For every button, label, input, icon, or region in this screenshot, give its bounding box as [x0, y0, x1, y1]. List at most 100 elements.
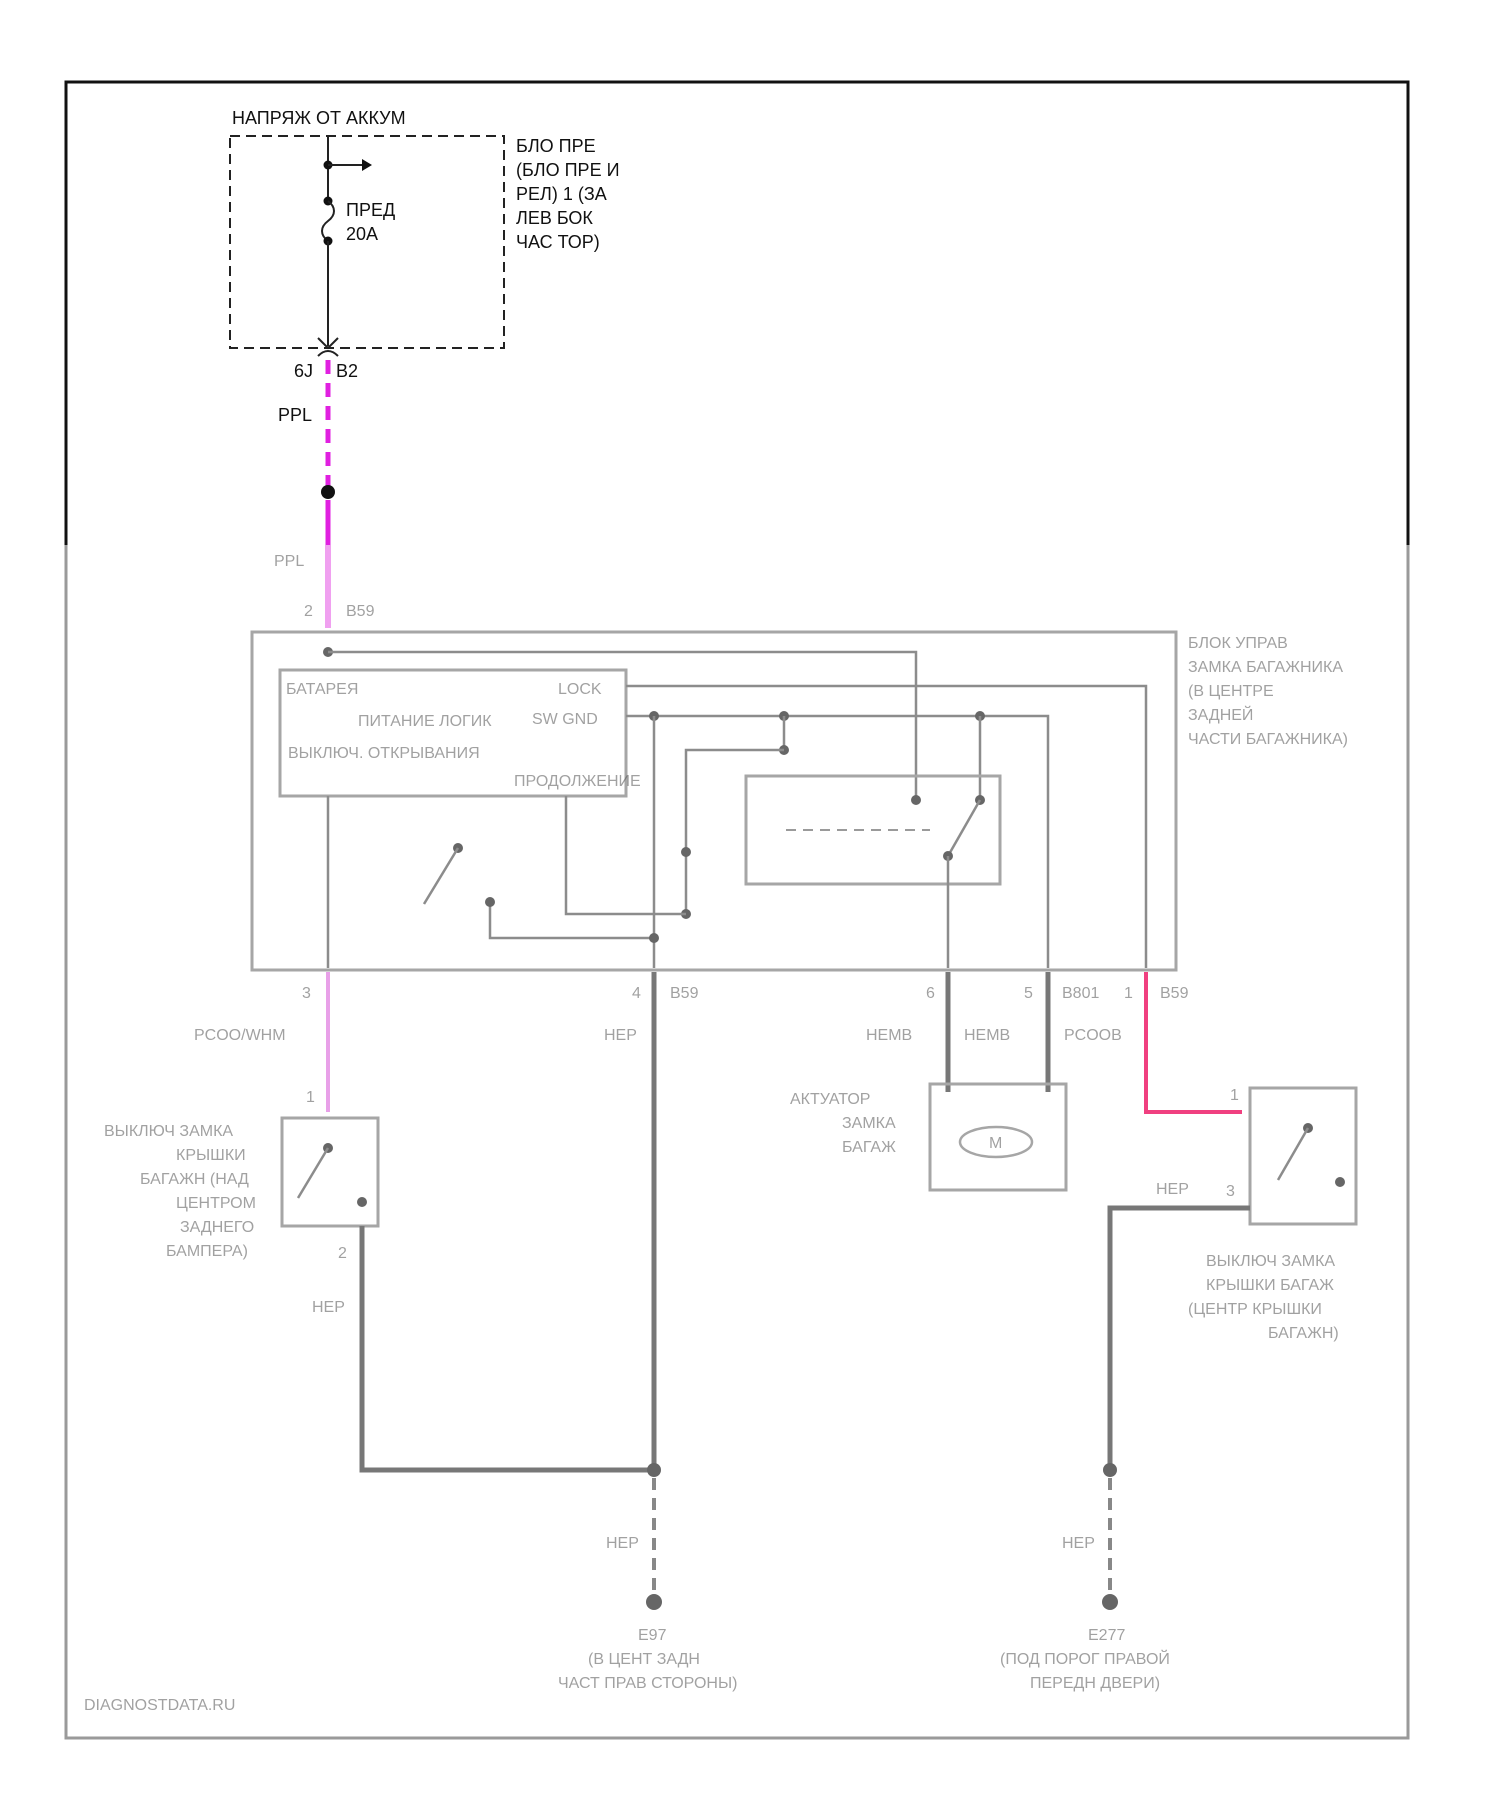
connector-left-label: 6J [294, 361, 313, 381]
pin5-label: 5 [1024, 985, 1033, 1002]
svg-text:БАГАЖ: БАГАЖ [842, 1139, 896, 1156]
svg-text:ЧАС ТОР): ЧАС ТОР) [516, 232, 600, 252]
control-unit-box [252, 632, 1176, 970]
top-pin-code: B59 [346, 603, 375, 620]
pin6-label: 6 [926, 985, 935, 1002]
internal-switch-contact [485, 897, 495, 907]
svg-text:ПРЕД: ПРЕД [346, 200, 395, 220]
svg-text:БАГАЖН): БАГАЖН) [1268, 1325, 1339, 1342]
svg-text:АКТУАТОР: АКТУАТОР [790, 1091, 870, 1108]
svg-text:(В ЦЕНТРЕ: (В ЦЕНТРЕ [1188, 683, 1274, 700]
right-ground-splice [1103, 1463, 1117, 1477]
svg-text:КРЫШКИ БАГАЖ: КРЫШКИ БАГАЖ [1206, 1277, 1334, 1294]
right-switch-pin-top: 1 [1230, 1087, 1239, 1104]
left-switch-blade [298, 1148, 328, 1198]
svg-text:ЗАДНЕЙ: ЗАДНЕЙ [1188, 705, 1253, 724]
mid-wire-label: HEP [604, 1027, 637, 1044]
svg-text:БАГАЖН (НАД: БАГАЖН (НАД [140, 1171, 249, 1188]
pin-switch-label: ВЫКЛЮЧ. ОТКРЫВАНИЯ [288, 745, 480, 762]
motor-label: АКТУАТОР ЗАМКА БАГАЖ [790, 1091, 896, 1156]
svg-text:ЧАСТИ БАГАЖНИКА): ЧАСТИ БАГАЖНИКА) [1188, 731, 1348, 748]
motor-wire-a-label: HEMB [866, 1027, 912, 1044]
lock-output-wire [626, 686, 1146, 968]
left-switch-label: ВЫКЛЮЧ ЗАМКА КРЫШКИ БАГАЖН (НАД ЦЕНТРОМ … [104, 1123, 256, 1260]
connector-right-label: B2 [336, 361, 358, 381]
svg-text:БЛО ПРЕ: БЛО ПРЕ [516, 136, 596, 156]
right-ground-dashed-label: HEP [1062, 1535, 1095, 1552]
supply-label: НАПРЯЖ ОТ АККУМ [232, 108, 406, 128]
pin3-label: 3 [302, 985, 311, 1002]
pin-sw-gnd-label: SW GND [532, 711, 598, 728]
fuse-block-label: БЛО ПРЕ (БЛО ПРЕ И РЕЛ) 1 (ЗА ЛЕВ БОК ЧА… [516, 136, 620, 252]
left-switch-contact [357, 1197, 367, 1207]
pink-wire-label: PCOOB [1064, 1027, 1122, 1044]
internal-switch-return [490, 902, 654, 938]
release-wire [566, 796, 686, 914]
svg-text:ЗАМКА: ЗАМКА [842, 1115, 896, 1132]
left-ground-terminal-icon [646, 1594, 662, 1610]
pin4-label: 4 [632, 985, 641, 1002]
right-switch-label: ВЫКЛЮЧ ЗАМКА КРЫШКИ БАГАЖ (ЦЕНТР КРЫШКИ … [1188, 1253, 1339, 1342]
left-ground-dashed-label: HEP [606, 1535, 639, 1552]
motor-wire-b-label: HEMB [964, 1027, 1010, 1044]
splice-point [321, 485, 335, 499]
svg-text:ЦЕНТРОМ: ЦЕНТРОМ [176, 1195, 256, 1212]
pin-battery-label: БАТАРЕЯ [286, 681, 358, 698]
right-ground-wire-label: HEP [1156, 1181, 1189, 1198]
internal-ground-junction [649, 933, 659, 943]
watermark: DIAGNOSTDATA.RU [84, 1697, 235, 1714]
svg-text:(ЦЕНТР КРЫШКИ: (ЦЕНТР КРЫШКИ [1188, 1301, 1322, 1318]
right-switch-pin-mid: 3 [1226, 1183, 1235, 1200]
pin-power-label: ПИТАНИЕ ЛОГИК [358, 713, 492, 730]
fuse-icon [322, 201, 334, 241]
svg-text:20А: 20А [346, 224, 378, 244]
svg-text:(В ЦЕНТ ЗАДН: (В ЦЕНТ ЗАДН [588, 1651, 700, 1668]
ppl-wire-lower-label: PPL [274, 553, 304, 570]
relay-contact-a [911, 795, 921, 805]
left-ground-wire-label: HEP [312, 1299, 345, 1316]
top-pin-label: 2 [304, 603, 313, 620]
svg-text:(ПОД ПОРОГ ПРАВОЙ: (ПОД ПОРОГ ПРАВОЙ [1000, 1649, 1170, 1668]
right-switch-box [1250, 1088, 1356, 1224]
pin-lock-label: LOCK [558, 681, 602, 698]
internal-switch-blade [424, 848, 458, 904]
fuse-label: ПРЕД 20А [346, 200, 395, 244]
right-ground-terminal-icon [1102, 1594, 1118, 1610]
right-switch-ground-wire [1110, 1208, 1250, 1468]
left-wire-label: PCOO/WHM [194, 1027, 286, 1044]
svg-text:ЗАДНЕГО: ЗАДНЕГО [180, 1219, 254, 1236]
sw-gnd-wire [626, 716, 1048, 968]
svg-text:РЕЛ) 1 (ЗА: РЕЛ) 1 (ЗА [516, 184, 607, 204]
pin1-label: 1 [1124, 985, 1133, 1002]
svg-text:БАМПЕРА): БАМПЕРА) [166, 1243, 248, 1260]
svg-text:ВЫКЛЮЧ ЗАМКА: ВЫКЛЮЧ ЗАМКА [104, 1123, 233, 1140]
svg-text:ВЫКЛЮЧ ЗАМКА: ВЫКЛЮЧ ЗАМКА [1206, 1253, 1335, 1270]
connector-socket-icon [318, 351, 338, 356]
left-switch-box [282, 1118, 378, 1226]
svg-text:КРЫШКИ: КРЫШКИ [176, 1147, 246, 1164]
left-ground-code: E97 [638, 1627, 667, 1644]
svg-text:ПЕРЕДН ДВЕРИ): ПЕРЕДН ДВЕРИ) [1030, 1675, 1160, 1692]
svg-text:БЛОК УПРАВ: БЛОК УПРАВ [1188, 635, 1288, 652]
control-unit-header: БЛОК УПРАВ ЗАМКА БАГАЖНИКА (В ЦЕНТРЕ ЗАД… [1188, 635, 1348, 748]
motor-symbol: M [989, 1135, 1002, 1152]
left-ground-desc: (В ЦЕНТ ЗАДН ЧАСТ ПРАВ СТОРОНЫ) [558, 1651, 737, 1692]
left-switch-ground-wire [362, 1226, 654, 1470]
pin1-code: B59 [1160, 985, 1189, 1002]
ppl-wire-label: PPL [278, 405, 312, 425]
svg-text:ЧАСТ ПРАВ СТОРОНЫ): ЧАСТ ПРАВ СТОРОНЫ) [558, 1675, 737, 1692]
svg-text:ЗАМКА БАГАЖНИКА: ЗАМКА БАГАЖНИКА [1188, 659, 1343, 676]
outer-frame-top [66, 82, 1408, 545]
svg-text:ЛЕВ БОК: ЛЕВ БОК [516, 208, 593, 228]
right-switch-blade [1278, 1128, 1308, 1180]
pin4-code: B59 [670, 985, 699, 1002]
right-ground-desc: (ПОД ПОРОГ ПРАВОЙ ПЕРЕДН ДВЕРИ) [1000, 1649, 1170, 1692]
svg-text:(БЛО ПРЕ И: (БЛО ПРЕ И [516, 160, 620, 180]
right-ground-code: E277 [1088, 1627, 1125, 1644]
branch-arrow-icon [362, 159, 372, 171]
left-switch-pin-top: 1 [306, 1089, 315, 1106]
coil-return-junction [681, 847, 691, 857]
left-switch-pin-bottom: 2 [338, 1245, 347, 1262]
left-ground-splice [647, 1463, 661, 1477]
